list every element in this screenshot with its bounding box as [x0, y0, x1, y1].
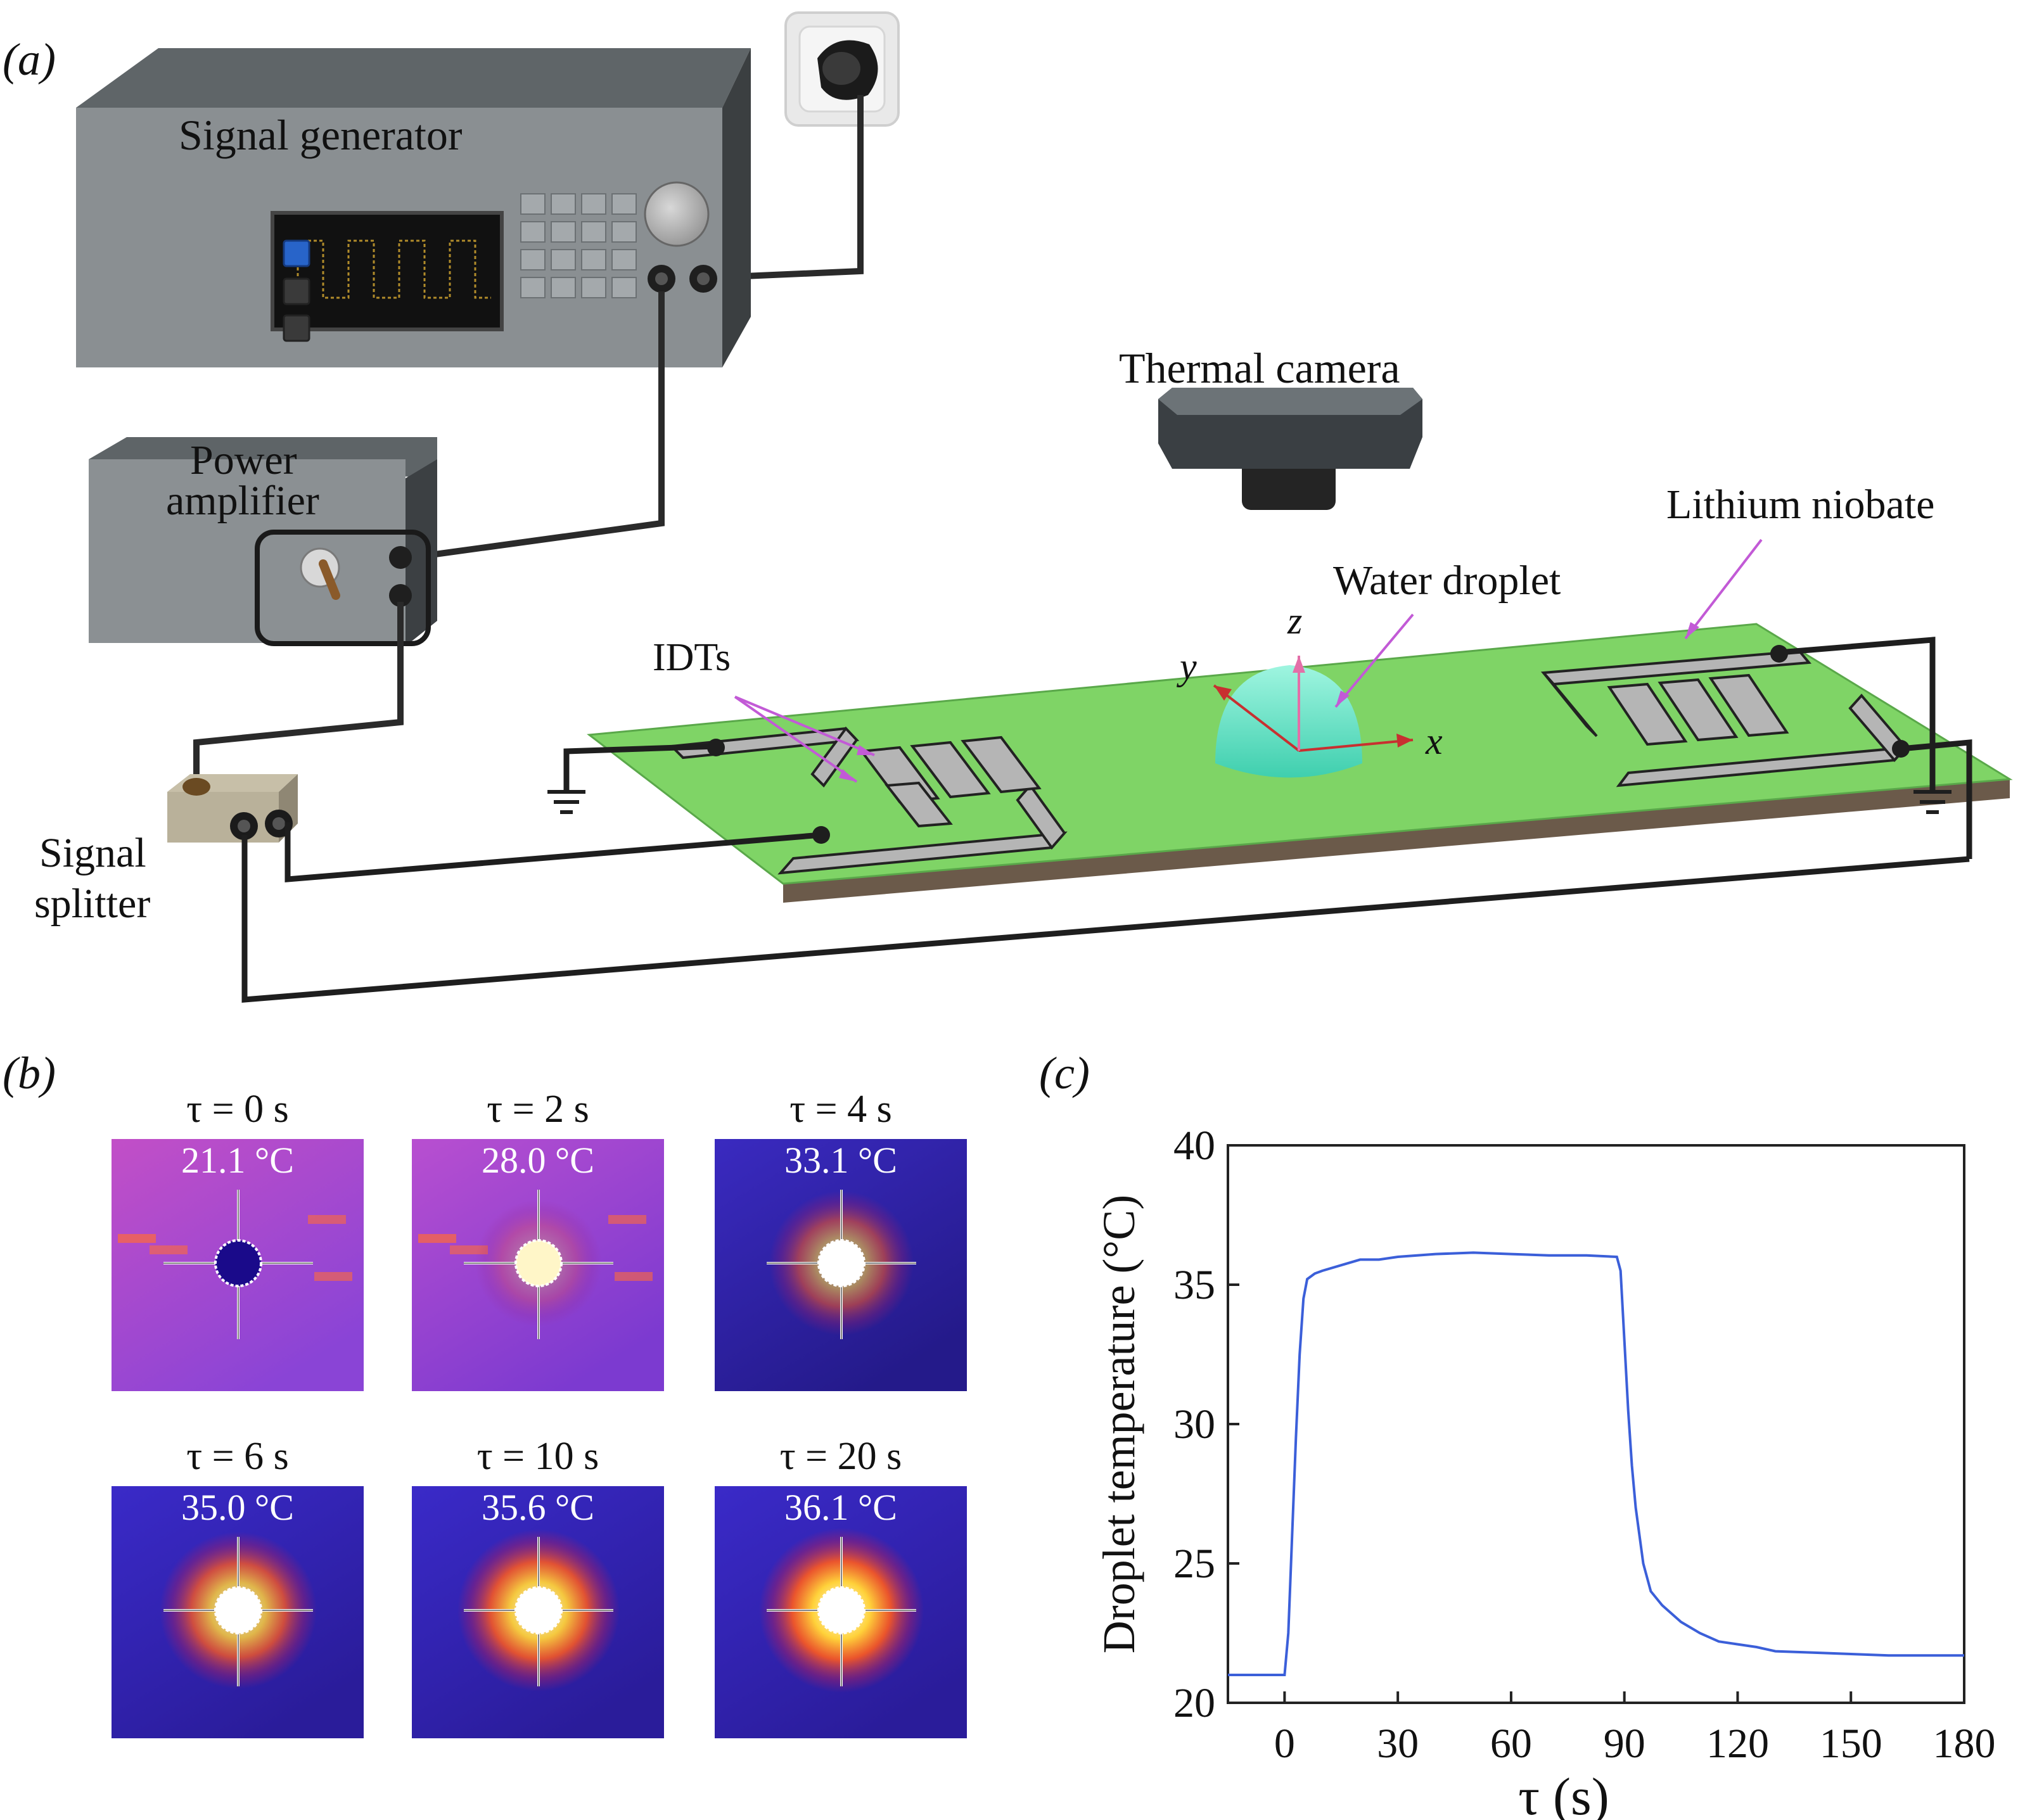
wire-junctions	[707, 645, 1910, 844]
temperature-chart: 0 30 60 90 120 150 180 20 25 30 35 40 τ (s) Drople…	[1094, 1123, 1996, 1820]
x-axis-label: τ (s)	[1518, 1767, 1609, 1820]
series-line	[1228, 1251, 1964, 1676]
thermal-frame-time: τ = 6 s	[186, 1435, 289, 1478]
ground-icon	[1913, 790, 1952, 814]
y-tick-label: 20	[1173, 1680, 1215, 1726]
x-tick-label: 0	[1274, 1721, 1295, 1767]
signal-splitter-label-2: splitter	[34, 881, 150, 927]
x-tick-label: 30	[1377, 1721, 1419, 1767]
y-tick-label: 40	[1173, 1123, 1215, 1169]
axis-y-label: y	[1176, 646, 1197, 687]
water-droplet-label: Water droplet	[1333, 557, 1561, 604]
thermal-camera	[1158, 388, 1422, 510]
power-amplifier-label-2: amplifier	[166, 478, 319, 524]
thermal-camera-label: Thermal camera	[1119, 344, 1400, 392]
thermal-frame-temperature: 21.1 °C	[181, 1140, 294, 1181]
thermal-frame-time: τ = 10 s	[476, 1435, 599, 1478]
thermal-frame-time: τ = 20 s	[779, 1435, 902, 1478]
y-tick-label: 25	[1173, 1541, 1215, 1587]
signal-generator	[76, 48, 751, 367]
axes-arrows	[1213, 656, 1414, 752]
y-tick-label: 30	[1173, 1401, 1215, 1448]
y-axis-label: Droplet temperature (°C)	[1094, 1195, 1144, 1654]
power-amplifier	[89, 437, 437, 646]
signal-splitter-label-1: Signal	[39, 830, 146, 876]
thermal-frame-temperature: 35.6 °C	[482, 1487, 594, 1528]
water-droplet	[1215, 665, 1362, 778]
panel-c-label: (c)	[1039, 1048, 1090, 1098]
generator-cable	[411, 291, 665, 561]
x-tick-label: 180	[1933, 1721, 1996, 1767]
panel-b-label: (b)	[3, 1048, 56, 1098]
panel-a-label: (a)	[3, 34, 56, 85]
thermal-image: 36.1 °C	[715, 1486, 967, 1738]
thermal-image: 35.6 °C	[412, 1486, 664, 1738]
idt-wiring	[241, 637, 1972, 1003]
thermal-image: 21.1 °C	[112, 1139, 364, 1391]
thermal-frame-temperature: 33.1 °C	[784, 1140, 897, 1181]
y-tick-label: 35	[1173, 1262, 1215, 1308]
thermal-frame-time: τ = 4 s	[789, 1088, 892, 1131]
thermal-image: 35.0 °C	[112, 1486, 364, 1738]
idts-label: IDTs	[653, 636, 731, 679]
x-tick-label: 150	[1820, 1721, 1882, 1767]
thermal-frame-time: τ = 2 s	[487, 1088, 589, 1131]
axis-x-label: x	[1425, 720, 1443, 762]
power-amplifier-label-1: Power	[190, 437, 297, 483]
x-tick-label: 90	[1604, 1721, 1645, 1767]
thermal-image: 33.1 °C	[715, 1139, 967, 1391]
ground-icon	[547, 790, 585, 814]
signal-splitter	[167, 774, 298, 843]
amplifier-cable	[193, 602, 404, 779]
idt-right	[1540, 649, 1909, 787]
lithium-niobate-label: Lithium niobate	[1666, 481, 1934, 528]
wall-socket	[784, 11, 900, 127]
x-tick-label: 60	[1490, 1721, 1532, 1767]
thermal-frame-time: τ = 0 s	[186, 1088, 289, 1131]
thermal-frame-temperature: 36.1 °C	[784, 1487, 897, 1528]
thermal-frame-temperature: 35.0 °C	[181, 1487, 294, 1528]
axis-z-label: z	[1287, 600, 1302, 642]
thermal-image: 28.0 °C	[412, 1139, 664, 1391]
pointer-arrows	[734, 538, 1763, 783]
x-tick-label: 120	[1706, 1721, 1769, 1767]
thermal-frame-temperature: 28.0 °C	[482, 1140, 594, 1181]
signal-generator-label: Signal generator	[179, 111, 463, 159]
plot-frame	[1227, 1144, 1965, 1704]
